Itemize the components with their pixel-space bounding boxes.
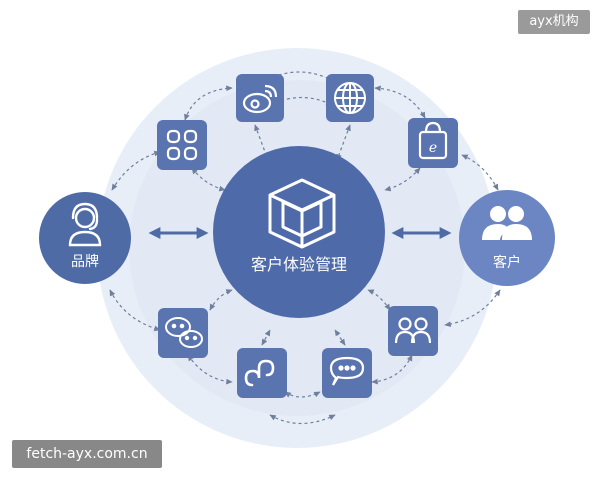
headset-agent-icon	[68, 202, 102, 247]
connection-bag-customer	[461, 154, 499, 191]
connection-wechat-center	[209, 289, 233, 311]
channel-tile-users	[388, 306, 438, 356]
connection-mini-chat	[284, 391, 321, 398]
connection-chat-users	[371, 354, 413, 385]
connection-grid-weibo	[184, 85, 233, 121]
connection-mini-chat-low	[269, 414, 336, 424]
svg-text:e: e	[429, 140, 437, 156]
customer-label: 客户	[493, 254, 521, 271]
chat-bubble-icon	[329, 356, 365, 386]
center-label: 客户体验管理	[251, 255, 347, 274]
connection-bag-center	[384, 167, 421, 192]
channel-tile-weibo	[236, 74, 284, 122]
users-icon	[394, 317, 432, 344]
grid-apps-icon	[166, 129, 198, 161]
channel-tile-grid	[157, 120, 207, 170]
mini-program-icon	[244, 359, 275, 387]
wechat-icon	[165, 317, 203, 348]
watermark-bottom: fetch-ayx.com.cn	[12, 440, 162, 468]
channel-tile-wechat	[158, 308, 208, 358]
channel-tile-bag: e	[408, 118, 458, 168]
weibo-icon	[242, 84, 278, 114]
user-group-icon	[482, 206, 532, 240]
channel-connections	[109, 71, 501, 424]
connection-customer-users	[444, 289, 501, 328]
globe-icon	[334, 82, 366, 114]
brand-label: 品牌	[71, 253, 99, 270]
center-hub	[213, 146, 385, 318]
brand-node	[39, 192, 131, 284]
connection-brand-grid	[111, 150, 161, 191]
connection-globe-center	[336, 124, 351, 161]
shopping-bag-e-icon: e	[418, 121, 448, 160]
box-3d-icon	[268, 178, 336, 249]
connection-users-center	[367, 289, 391, 311]
channel-tile-chat	[322, 348, 372, 398]
connection-brand-wechat	[109, 289, 161, 332]
channel-tile-globe	[326, 74, 374, 122]
connection-globe-bag	[374, 85, 426, 119]
watermark-top: ayx机构	[518, 10, 590, 34]
connection-grid-center	[191, 167, 226, 192]
channel-tile-mini-program	[237, 348, 287, 398]
connection-wechat-mini	[187, 354, 233, 385]
connection-mini-center	[261, 329, 271, 346]
